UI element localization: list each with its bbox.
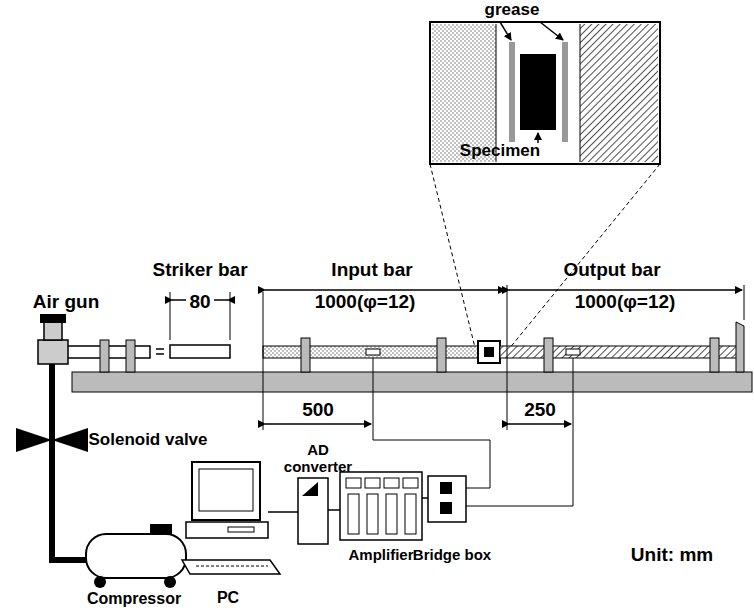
dimension: 500 <box>302 400 334 421</box>
device-name: PC <box>217 589 239 607</box>
dimension: 1000(φ=12) <box>575 292 676 313</box>
unit-note: Unit: mm <box>631 545 713 566</box>
device-name: Amplifier <box>348 547 413 564</box>
device-name: AD converter <box>278 442 358 475</box>
part-name: Solenoid valve <box>88 431 207 450</box>
inset-label: Specimen <box>460 142 540 161</box>
part-name: Output bar <box>563 260 660 281</box>
device-name: Compressor <box>87 590 181 608</box>
part-name: Striker bar <box>152 260 247 281</box>
inset-label: grease <box>485 1 540 20</box>
part-name: Input bar <box>331 260 412 281</box>
part-name: Air gun <box>33 292 100 313</box>
device-name: Bridge box <box>413 547 491 564</box>
dimension: 80 <box>189 292 210 313</box>
dimension: 1000(φ=12) <box>315 292 416 313</box>
dimension: 250 <box>524 400 556 421</box>
